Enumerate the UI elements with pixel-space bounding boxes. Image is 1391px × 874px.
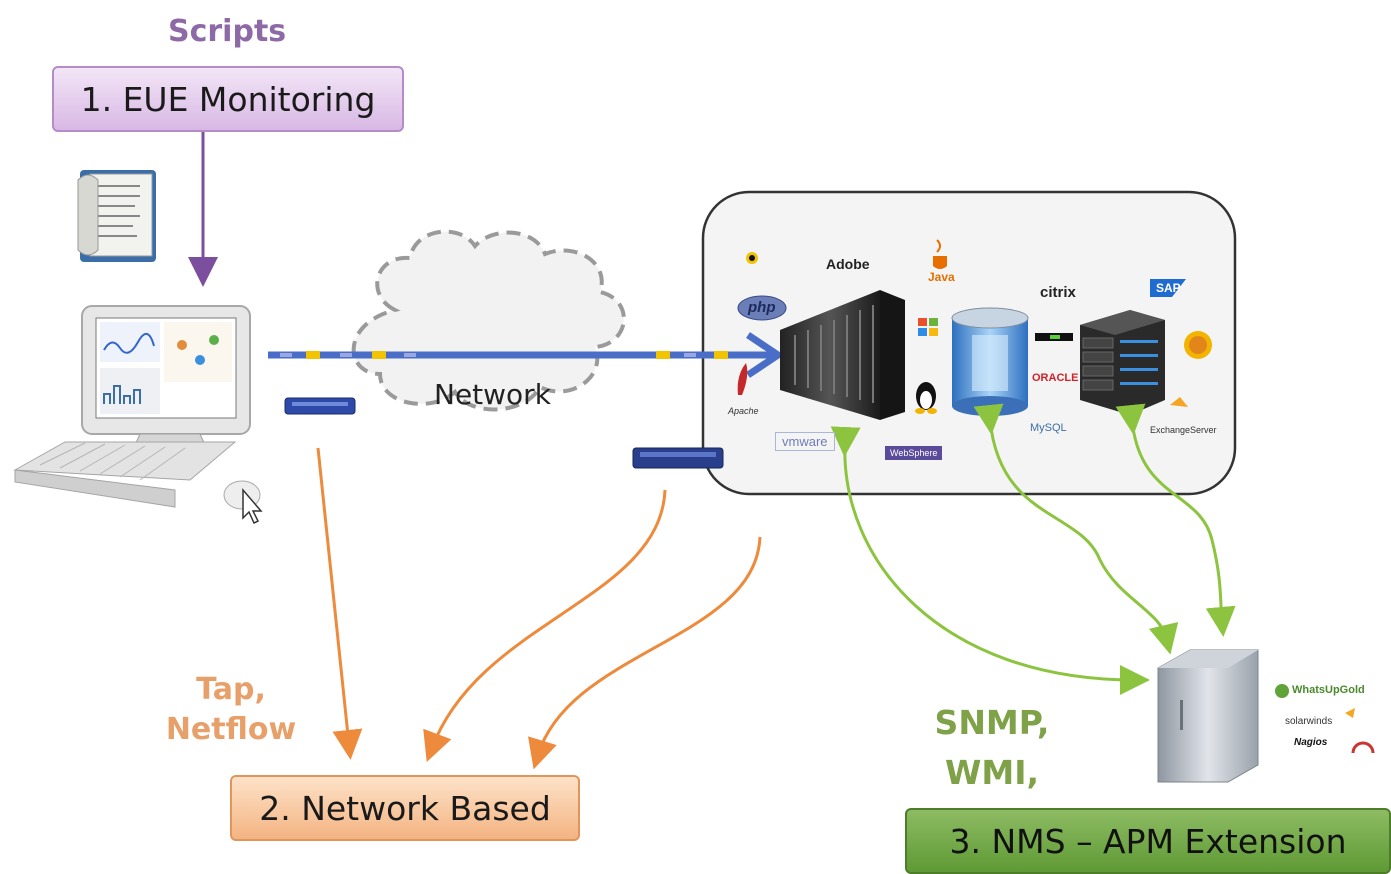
server-nms-arrow <box>1115 403 1236 637</box>
snmp-label-line1: SNMP, WMI, <box>934 703 1050 792</box>
tap-arrow <box>316 447 363 760</box>
nms-apm-box[interactable]: 3. NMS – APM Extension <box>905 808 1391 874</box>
whatsup-icon <box>1275 684 1289 698</box>
linux-tux-icon <box>915 382 937 414</box>
network-link <box>268 332 782 378</box>
network-label: Network <box>434 378 551 411</box>
tap-label-line1: Tap, <box>196 672 266 707</box>
network-based-box[interactable]: 2. Network Based <box>230 775 580 841</box>
collector-arrow-2 <box>528 536 762 770</box>
oracle-logo-text: ORACLE <box>1032 372 1079 384</box>
tap-netflow-label: Tap, Netflow <box>156 670 306 750</box>
apache-feather-icon <box>737 363 748 395</box>
tap-device-left <box>284 397 356 415</box>
mysql-logo-text: MySQL <box>1030 422 1067 434</box>
solarwinds-icon <box>1345 708 1355 718</box>
script-document-icon <box>77 170 156 262</box>
server-rack-icon <box>780 290 905 420</box>
citrix-logo-text: citrix <box>1040 284 1076 301</box>
sap-logo-text: SAP <box>1156 281 1181 295</box>
apache-logo-text: Apache <box>728 406 759 416</box>
nms-server-icon <box>1157 649 1259 783</box>
php-logo <box>737 295 787 321</box>
workstation-icon <box>13 305 263 525</box>
exchange-logo-text: ExchangeServer <box>1150 425 1217 435</box>
collector-arrow-1 <box>423 489 667 763</box>
solarwinds-logo-text: solarwinds <box>1285 716 1333 727</box>
websphere-logo-text: WebSphere <box>885 446 943 460</box>
tap-device-right <box>632 447 724 469</box>
java-logo-text: Java <box>928 270 955 284</box>
scripts-label: Scripts <box>168 14 287 49</box>
vm-nms-arrow <box>830 426 1150 695</box>
sql-badge-icon <box>1184 331 1212 359</box>
exchange-icon <box>1170 397 1188 407</box>
java-cup-icon <box>933 239 947 269</box>
nagios-logo-text: Nagios <box>1294 737 1328 748</box>
vmware-logo-text: vmware <box>775 432 835 451</box>
tap-label-line2: Netflow <box>165 712 297 747</box>
whatsup-logo-text: WhatsUpGold <box>1292 684 1365 696</box>
php-logo-text: php <box>748 299 776 316</box>
network-cloud <box>351 229 626 412</box>
gauge-icon <box>1351 741 1375 754</box>
database-icon <box>951 307 1029 416</box>
adobe-logo-text: Adobe <box>826 256 870 272</box>
citrix-bar-icon <box>1035 333 1073 341</box>
eue-monitoring-box[interactable]: 1. EUE Monitoring <box>52 66 404 132</box>
symantec-logo <box>746 252 758 264</box>
windows-logo <box>918 318 938 336</box>
blade-server-icon <box>1080 310 1165 415</box>
sap-logo <box>1150 279 1186 297</box>
